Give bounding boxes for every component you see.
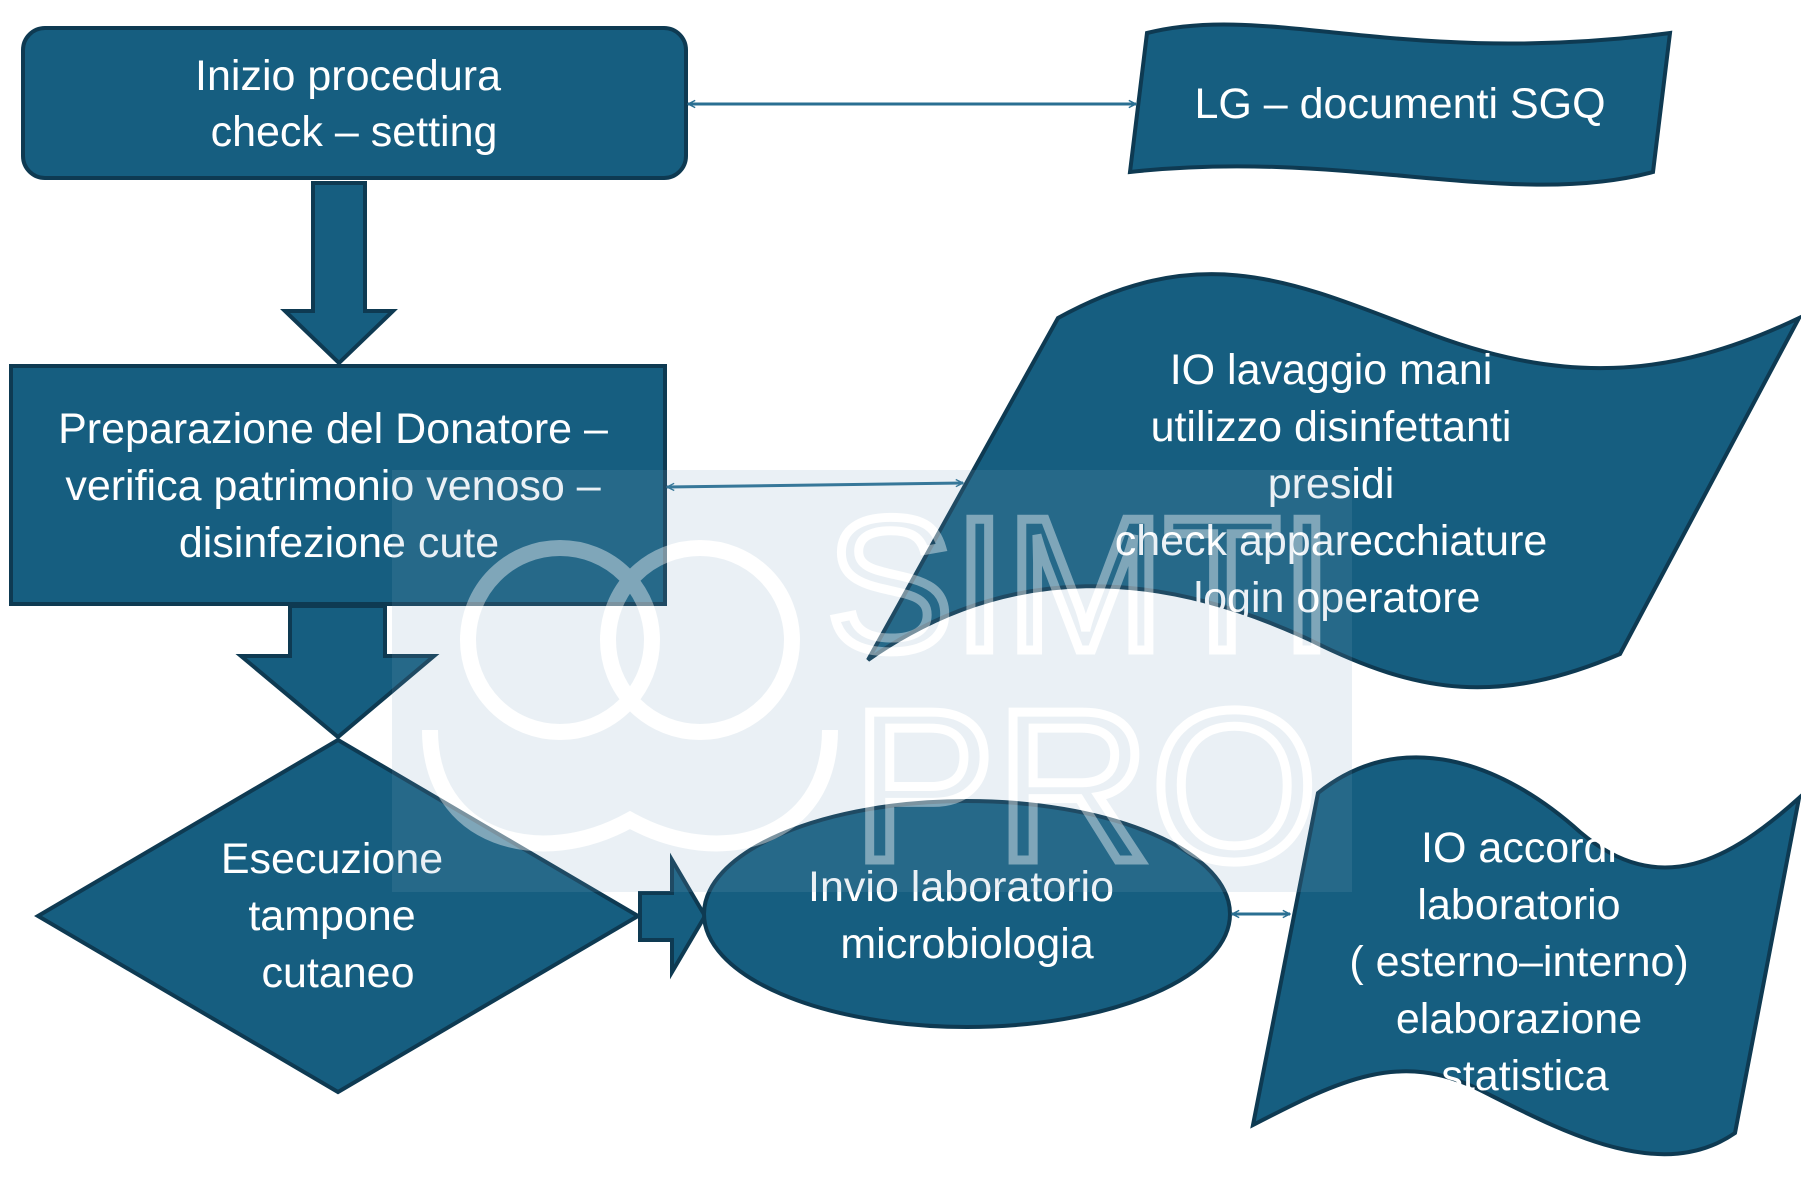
start-node-label: Inizio procedura check – setting [195, 52, 513, 156]
watermark-text-line2: PRO [852, 665, 1318, 906]
lab-node-label: Invio laboratorio microbiologia [808, 863, 1126, 968]
watermark-rings [422, 540, 838, 852]
start-node: Inizio procedura check – setting [21, 26, 688, 180]
preparation-node-label: Preparazione del Donatore – verifica pat… [58, 405, 620, 567]
watermark-panel [392, 470, 1352, 892]
io-hands-node-label: IO lavaggio mani utilizzo disinfettanti … [1115, 346, 1560, 622]
down-arrow-start-to-preparation [280, 181, 398, 366]
lg-documents-node-label: LG – documenti SGQ [1194, 80, 1605, 128]
swab-decision-node: Esecuzione tampone cutaneo [34, 737, 642, 1095]
io-lab-node-label: IO accordi laboratorio ( esterno–interno… [1349, 824, 1700, 1100]
right-arrow-swab-to-lab [638, 852, 708, 980]
swab-decision-node-label: Esecuzione tampone cutaneo [221, 835, 455, 997]
down-arrow-preparation-to-swab [235, 604, 440, 740]
watermark-logo: SIMTI PRO [392, 470, 1352, 911]
io-lab-node: IO accordi laboratorio ( esterno–interno… [1250, 755, 1801, 1157]
io-hands-node: IO lavaggio mani utilizzo disinfettanti … [866, 272, 1801, 690]
lg-documents-node: LG – documenti SGQ [1127, 22, 1673, 187]
connector-preparation-io-hands [667, 483, 963, 487]
watermark-text-line1: SIMTI [827, 479, 1334, 691]
lab-node: Invio laboratorio microbiologia [702, 799, 1232, 1029]
preparation-node: Preparazione del Donatore – verifica pat… [9, 364, 667, 606]
